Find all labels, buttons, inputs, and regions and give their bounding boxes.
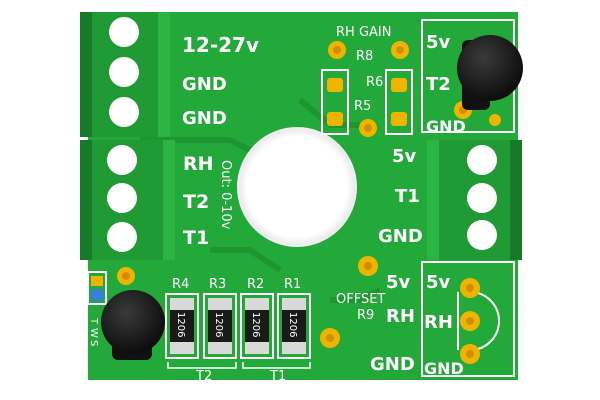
output-label-rh: RH (183, 153, 214, 175)
trace (330, 287, 382, 303)
offset-title: OFFSET (336, 292, 385, 307)
output-range-note: Out: 0-10v (218, 160, 233, 230)
jumper-mark-s: S (88, 340, 99, 346)
resistor-r1: 1206 (277, 293, 311, 359)
terminal-screw-hole (107, 222, 137, 252)
r2-label: R2 (247, 277, 264, 292)
top-right-label-gnd: GND (426, 117, 466, 136)
offset-label-5v: 5v (386, 272, 411, 293)
via-pad (489, 114, 501, 126)
power-label-gnd-1: GND (182, 74, 227, 95)
svg-text:1206: 1206 (250, 312, 261, 337)
r1-label: R1 (284, 277, 301, 292)
top-right-label-t2: T2 (426, 74, 451, 95)
terminal-screw-hole (109, 97, 139, 127)
r3-label: R3 (209, 277, 226, 292)
power-label-gnd-2: GND (182, 108, 227, 129)
terminal-screw-hole (107, 145, 137, 175)
right-label-gnd: GND (378, 226, 423, 247)
r6-label: R6 (366, 75, 383, 90)
svg-text:1206: 1206 (175, 312, 186, 337)
jumper-mark-t: T (88, 317, 99, 325)
trace (210, 247, 282, 273)
rh-gain-title: RH GAIN (336, 25, 391, 40)
resistor-r4: 1206 (165, 293, 199, 359)
group-bracket-t2 (167, 362, 237, 369)
terminal-screw-hole (467, 183, 497, 213)
r9-label: R9 (357, 308, 374, 323)
jumper-mark-w: W (88, 328, 99, 338)
r5-label: R5 (354, 99, 371, 114)
mounting-hole (237, 127, 357, 247)
offset-label-gnd: GND (370, 354, 415, 375)
terminal-screw-hole (109, 57, 139, 87)
output-label-t2: T2 (183, 191, 209, 213)
resistor-r2: 1206 (240, 293, 274, 359)
jumper-pad (91, 289, 103, 301)
temperature-sensor-t1 (101, 290, 165, 360)
solder-pad (327, 78, 343, 92)
resistor-r3: 1206 (203, 293, 237, 359)
right-label-t1: T1 (395, 186, 420, 207)
power-terminal-block (80, 12, 170, 137)
terminal-screw-hole (109, 17, 139, 47)
group-label-t2: T2 (195, 369, 212, 384)
terminal-screw-hole (467, 145, 497, 175)
right-terminal-block (427, 140, 522, 260)
group-bracket-t1 (242, 362, 311, 369)
terminal-screw-hole (467, 220, 497, 250)
solder-pad (391, 78, 407, 92)
bottom-right-label-5v: 5v (426, 272, 451, 293)
power-label-vin: 12-27v (182, 33, 259, 57)
output-terminal-block (80, 140, 175, 260)
terminal-screw-hole (107, 183, 137, 213)
r8-label: R8 (356, 49, 373, 64)
r4-label: R4 (172, 277, 189, 292)
bottom-right-label-rh: RH (424, 312, 453, 333)
sensor-footprint-arc (469, 291, 500, 351)
jumper-pad (91, 276, 103, 286)
solder-pad (391, 112, 407, 126)
sensor-outline (421, 261, 515, 377)
solder-pad (327, 112, 343, 126)
bottom-right-label-gnd: GND (424, 359, 464, 378)
svg-text:1206: 1206 (287, 312, 298, 337)
pad-outline (321, 69, 349, 135)
group-label-t1: T1 (269, 369, 286, 384)
top-right-label-5v: 5v (426, 32, 451, 53)
offset-label-rh: RH (386, 306, 415, 327)
output-label-t1: T1 (183, 227, 209, 249)
temperature-sensor-t2 (457, 35, 523, 110)
jumper-outline (87, 271, 107, 305)
pad-outline (385, 69, 413, 135)
right-label-5v: 5v (392, 146, 417, 167)
svg-text:1206: 1206 (213, 312, 224, 337)
